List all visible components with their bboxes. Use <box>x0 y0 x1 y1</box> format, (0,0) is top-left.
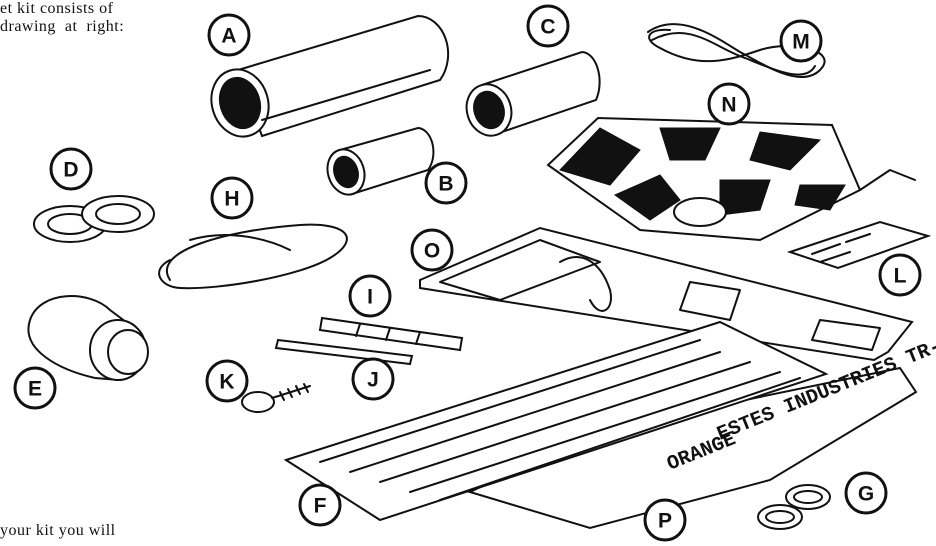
svg-text:G: G <box>858 483 874 506</box>
svg-text:E: E <box>28 378 42 401</box>
svg-text:D: D <box>63 159 78 182</box>
svg-text:M: M <box>792 31 810 54</box>
svg-text:F: F <box>314 495 327 518</box>
screw-eye <box>242 384 310 412</box>
svg-text:N: N <box>721 94 736 117</box>
label-C: C <box>528 6 568 46</box>
dowel-rod <box>276 340 412 364</box>
nose-cone <box>28 296 148 380</box>
label-O: O <box>412 230 452 270</box>
label-M: M <box>781 21 821 61</box>
label-D: D <box>51 149 91 189</box>
body-tube-small <box>322 128 434 199</box>
label-L: L <box>880 255 920 295</box>
label-H: H <box>212 178 252 218</box>
label-A: A <box>209 15 249 55</box>
label-N: N <box>709 84 749 124</box>
small-rings <box>758 485 830 529</box>
label-G: G <box>846 473 886 513</box>
svg-text:B: B <box>438 173 453 196</box>
svg-text:C: C <box>540 16 555 39</box>
centering-rings <box>34 196 154 242</box>
label-P: P <box>645 500 685 540</box>
svg-text:O: O <box>424 240 440 263</box>
svg-text:A: A <box>221 25 236 48</box>
label-F: F <box>300 485 340 525</box>
svg-text:I: I <box>367 286 373 309</box>
label-J: J <box>353 359 393 399</box>
launch-lug <box>320 318 462 350</box>
label-B: B <box>426 163 466 203</box>
svg-text:J: J <box>367 369 379 392</box>
body-tube-medium <box>460 52 600 142</box>
label-K: K <box>207 361 247 401</box>
label-E: E <box>15 368 55 408</box>
parachute <box>548 118 915 240</box>
label-I: I <box>350 276 390 316</box>
svg-text:L: L <box>894 265 907 288</box>
svg-text:K: K <box>219 371 234 394</box>
elastic-cord <box>159 225 347 289</box>
svg-text:P: P <box>658 510 672 533</box>
svg-text:H: H <box>224 188 239 211</box>
